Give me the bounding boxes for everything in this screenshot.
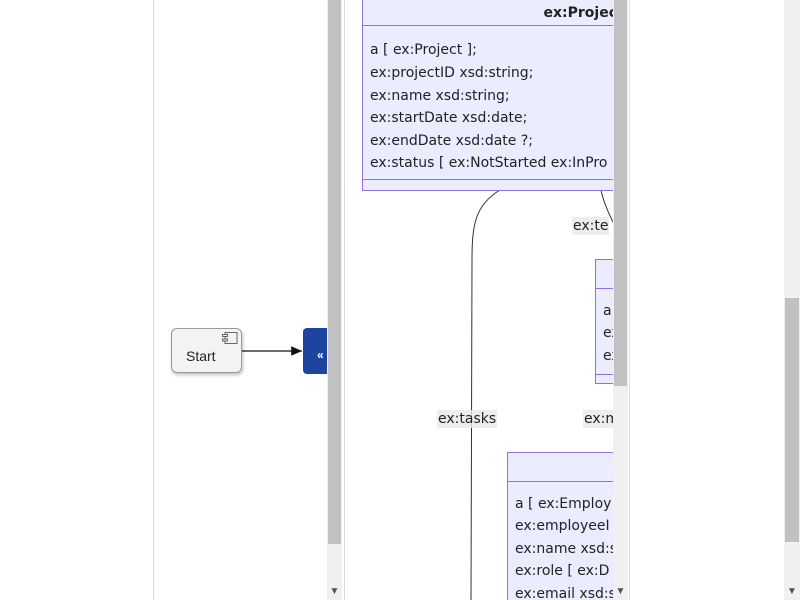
middle-attr-row: ex — [603, 348, 613, 364]
middle-attr-row: ex — [603, 325, 613, 341]
employee-attr-row: a [ ex:Employ — [515, 496, 612, 512]
project-attr-row: ex:status [ ex:NotStarted ex:InPro — [370, 155, 608, 171]
project-attr-row: ex:projectID xsd:string; — [370, 65, 534, 81]
edge-label-tasks: ex:tasks — [437, 410, 498, 428]
diagram-scrollbar-thumb[interactable] — [614, 0, 627, 386]
page-scrollbar-thumb[interactable] — [785, 298, 799, 542]
project-class-methods-divider — [363, 179, 613, 180]
start-node-label: Start — [186, 348, 216, 364]
edge-label-team: ex:te — [572, 217, 610, 235]
employee-attr-row: ex:role [ ex:D — [515, 563, 610, 579]
employee-class-box[interactable]: a [ ex:Employ ex:employeeI ex:name xsd:s… — [507, 452, 613, 600]
project-class-box[interactable]: ex:Projec a [ ex:Project ]; ex:projectID… — [362, 0, 613, 191]
next-flow-node-label: « — [317, 348, 324, 362]
employee-attr-row: ex:employeeI — [515, 518, 610, 534]
employee-attr-row: ex:email xsd:s — [515, 586, 613, 600]
component-icon — [222, 332, 238, 344]
panel-divider — [344, 0, 345, 600]
employee-attr-row: ex:name xsd:s — [515, 541, 613, 557]
diagram-scroll-down-icon[interactable]: ▼ — [615, 586, 626, 597]
middle-class-header — [596, 260, 613, 289]
diagram-divider-right — [629, 0, 630, 600]
middle-class-methods-divider — [596, 374, 613, 375]
panel-scroll-down-icon[interactable]: ▼ — [329, 586, 340, 597]
middle-attr-row: a — [603, 303, 612, 319]
edge-label-manager: ex:m — [583, 410, 613, 428]
diagram-edges — [470, 189, 613, 600]
employee-class-header — [508, 453, 613, 482]
project-attr-row: ex:name xsd:string; — [370, 88, 510, 104]
page-scroll-down-icon[interactable]: ▼ — [787, 586, 797, 597]
panel-scrollbar-thumb[interactable] — [328, 0, 341, 544]
class-diagram: ex:Projec a [ ex:Project ]; ex:projectID… — [345, 0, 613, 600]
project-class-header: ex:Projec — [363, 0, 613, 26]
start-node[interactable]: Start — [171, 328, 242, 373]
canvas-divider-left — [153, 0, 154, 600]
project-attr-row: ex:startDate xsd:date; — [370, 110, 528, 126]
middle-class-box[interactable]: a ex ex — [595, 259, 613, 384]
project-attr-row: ex:endDate xsd:date ?; — [370, 133, 534, 149]
project-attr-row: a [ ex:Project ]; — [370, 42, 477, 58]
